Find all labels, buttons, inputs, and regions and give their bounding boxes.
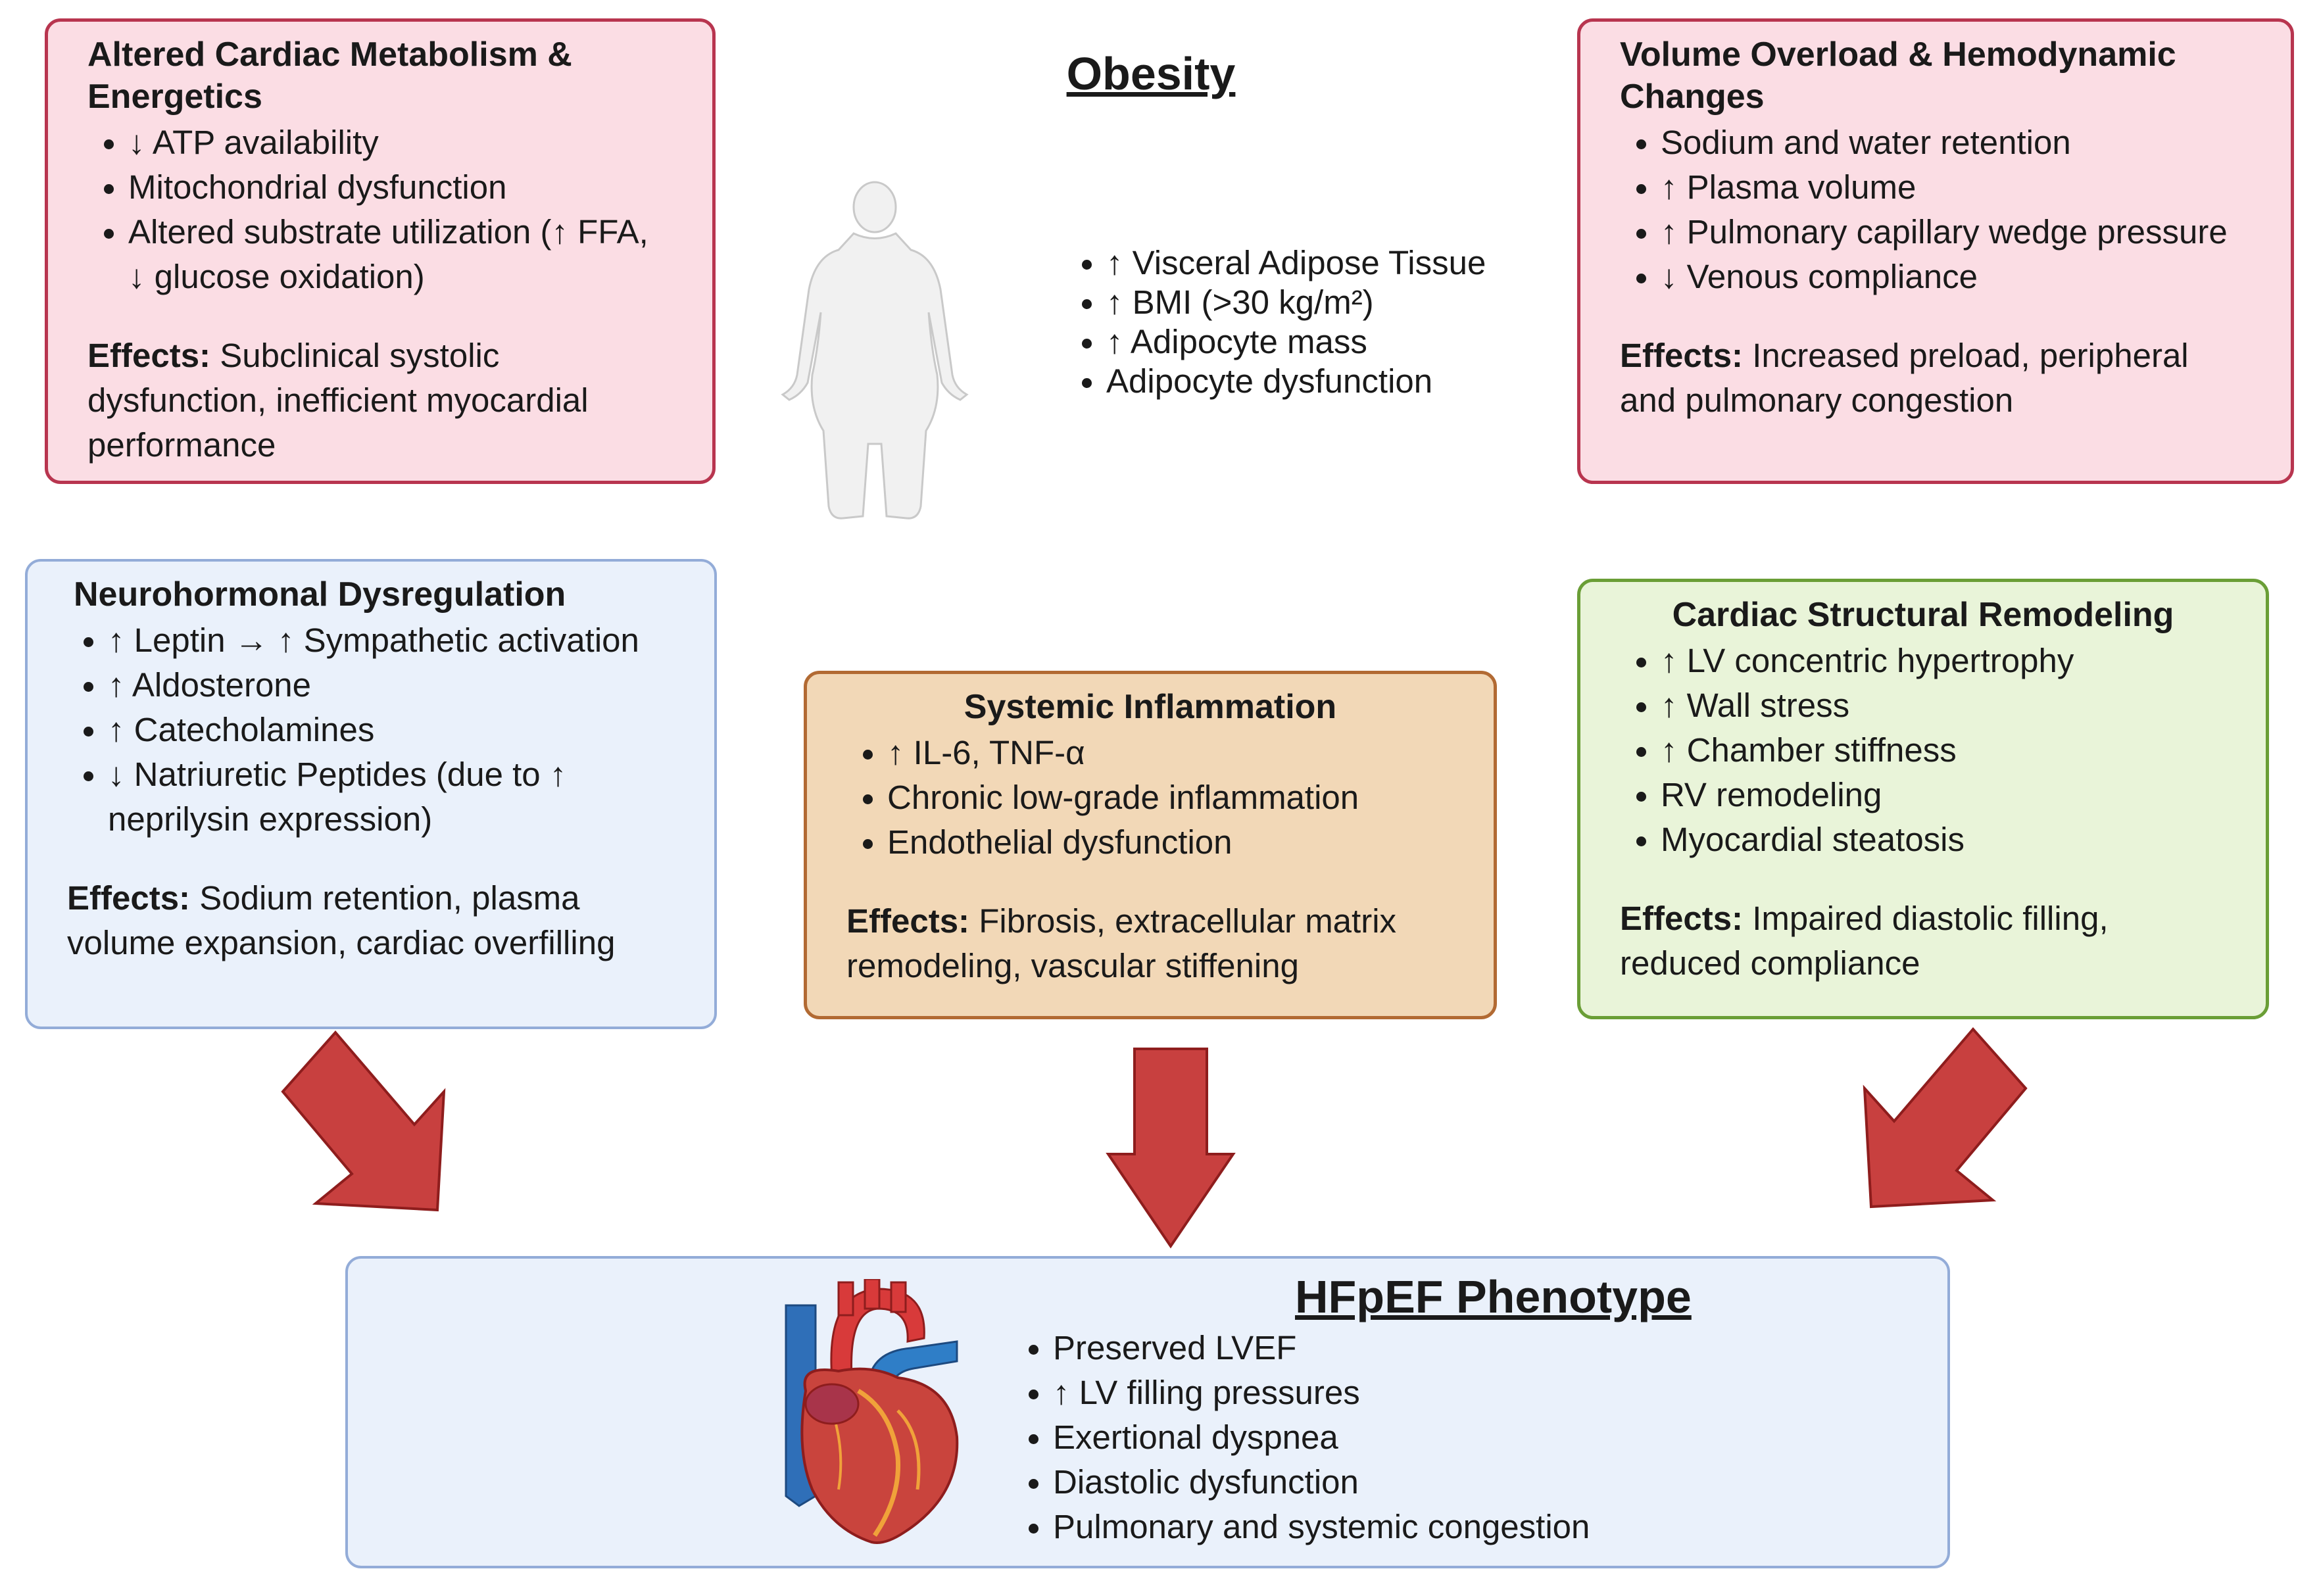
list-item: ↑ Plasma volume [1661,165,2251,210]
inflammation-box: Systemic Inflammation ↑ IL-6, TNF-α Chro… [804,671,1497,1019]
effects-text: Effects: Sodium retention, plasma volume… [67,876,675,965]
effects-value: Subclinical systolic dysfunction, ineffi… [87,337,589,464]
list-item: Endothelial dysfunction [887,820,1454,865]
bullet-list: Preserved LVEF ↑ LV filling pressures Ex… [1012,1326,1908,1549]
list-item: ↑ BMI (>30 kg/m²) [1106,283,1486,322]
neurohormonal-box: Neurohormonal Dysregulation ↑ Leptin → ↑… [25,559,717,1029]
obesity-title: Obesity [1066,48,1236,99]
bullet-list: Sodium and water retention ↑ Plasma volu… [1620,120,2251,299]
list-item: Myocardial steatosis [1661,817,2226,862]
effects-text: Effects: Increased preload, peripheral a… [1620,333,2251,423]
list-item: Preserved LVEF [1053,1326,1908,1370]
arrow-down-icon [1106,1048,1236,1249]
effects-value: Fibrosis, extracellular matrix remodelin… [846,902,1397,984]
effects-text: Effects: Impaired diastolic filling, red… [1620,896,2226,986]
list-item: ↓ ATP availability [128,120,673,165]
effects-value: Increased preload, peripheral and pulmon… [1620,337,2189,419]
list-item: ↑ Catecholamines [108,708,675,752]
box-title: Altered Cardiac Metabolism & Energetics [87,36,572,116]
arrow-down-left-icon [1863,1027,2028,1209]
bullet-list: ↑ Leptin → ↑ Sympathetic activation ↑ Al… [67,618,675,842]
list-item: ↑ LV concentric hypertrophy [1661,639,2226,683]
bullet-list: ↑ LV concentric hypertrophy ↑ Wall stres… [1620,639,2226,862]
metabolism-box: Altered Cardiac Metabolism & Energetics … [45,18,716,484]
list-item: Chronic low-grade inflammation [887,775,1454,820]
list-item: Adipocyte dysfunction [1106,362,1486,401]
list-item: ↑ LV filling pressures [1053,1370,1908,1415]
box-title: Systemic Inflammation [964,688,1337,726]
list-item: ↑ Pulmonary capillary wedge pressure [1661,210,2251,254]
hfpef-box: HFpEF Phenotype Preserved LVEF ↑ LV fill… [345,1256,1950,1568]
effects-label: Effects: [67,879,191,917]
heart-icon [785,1279,959,1544]
box-title: Volume Overload & Hemodynamic Changes [1620,36,2176,116]
list-item: Pulmonary and systemic congestion [1053,1505,1908,1549]
effects-label: Effects: [1620,900,1744,937]
list-item: Sodium and water retention [1661,120,2251,165]
hfpef-title: HFpEF Phenotype [1295,1271,1692,1322]
list-item: ↑ Adipocyte mass [1106,322,1486,362]
effects-text: Effects: Fibrosis, extracellular matrix … [846,899,1454,988]
bullet-list: ↓ ATP availability Mitochondrial dysfunc… [87,120,673,299]
list-item: RV remodeling [1661,773,2226,817]
list-item: Exertional dyspnea [1053,1415,1908,1460]
box-title: Cardiac Structural Remodeling [1672,596,2174,634]
list-item: ↑ Aldosterone [108,663,675,708]
effects-label: Effects: [87,337,211,374]
list-item: ↓ Venous compliance [1661,254,2251,299]
list-item: Diastolic dysfunction [1053,1460,1908,1505]
list-item: Mitochondrial dysfunction [128,165,673,210]
effects-label: Effects: [1620,337,1744,374]
volume-overload-box: Volume Overload & Hemodynamic Changes So… [1577,18,2294,484]
bullet-list: ↑ IL-6, TNF-α Chronic low-grade inflamma… [846,731,1454,865]
list-item: ↑ Leptin → ↑ Sympathetic activation [108,618,675,663]
list-item: ↑ Visceral Adipose Tissue [1106,243,1486,283]
list-item: ↑ Wall stress [1661,683,2226,728]
effects-value: Impaired diastolic filling, reduced comp… [1620,900,2109,982]
effects-label: Effects: [846,902,970,940]
box-title: Neurohormonal Dysregulation [74,575,566,614]
arrow-down-right-icon [281,1030,446,1212]
list-item: Altered substrate utilization (↑ FFA, ↓ … [128,210,673,299]
obesity-list: ↑ Visceral Adipose Tissue ↑ BMI (>30 kg/… [1065,243,1486,401]
list-item: ↓ Natriuretic Peptides (due to ↑ neprily… [108,752,675,842]
human-figure-icon [781,181,969,520]
list-item: ↑ IL-6, TNF-α [887,731,1454,775]
effects-text: Effects: Subclinical systolic dysfunctio… [87,333,673,468]
effects-value: Sodium retention, plasma volume expansio… [67,879,616,961]
structural-remodeling-box: Cardiac Structural Remodeling ↑ LV conce… [1577,579,2269,1019]
list-item: ↑ Chamber stiffness [1661,728,2226,773]
